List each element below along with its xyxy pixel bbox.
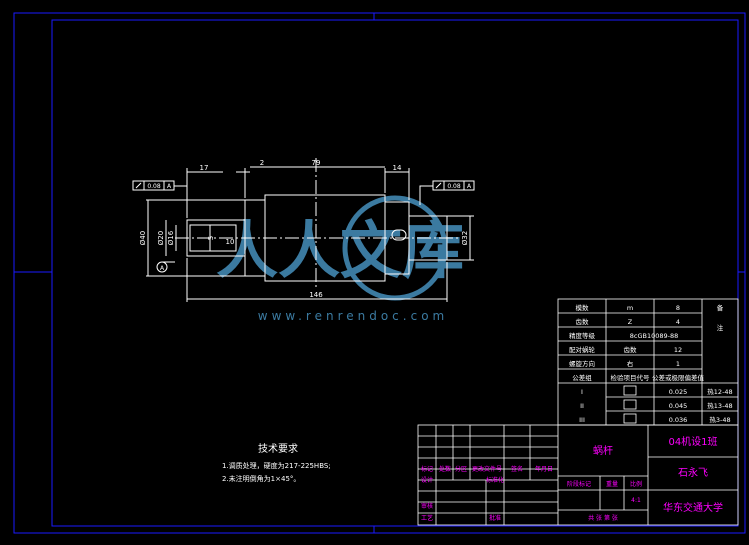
param-row-label: 公差组 bbox=[572, 373, 592, 382]
tb-sheets: 共 张 第 张 bbox=[588, 514, 618, 522]
runout-icon bbox=[135, 182, 142, 189]
datum-circle bbox=[156, 261, 168, 273]
param-row-col2: 12 bbox=[674, 346, 682, 354]
watermark-logo-text: 人人文库 bbox=[216, 214, 464, 287]
dim-phi32: Ø32 bbox=[461, 231, 469, 245]
title-block bbox=[417, 424, 739, 526]
tb-part-name: 蜗杆 bbox=[593, 445, 613, 457]
tb-scale-value: 4:1 bbox=[631, 497, 641, 504]
tb-review-label: 审核 bbox=[421, 502, 433, 510]
check-box-2 bbox=[623, 399, 637, 410]
check-box-3 bbox=[623, 413, 637, 424]
param-row-label: III bbox=[579, 416, 585, 424]
param-side-value: 热13-48 bbox=[707, 401, 732, 410]
dim-phi16: Ø16 bbox=[167, 230, 175, 245]
tol-left-value: 0.08 bbox=[147, 183, 161, 190]
watermark: 人人文库 www.renrendoc.com bbox=[216, 195, 464, 323]
outer-border bbox=[13, 12, 746, 534]
param-row-col1: Z bbox=[628, 318, 633, 326]
tb-header-label: 年月日 bbox=[535, 465, 553, 473]
dim-79: 79 bbox=[312, 159, 321, 167]
param-row-value-wide: 8cGB10089-88 bbox=[630, 332, 679, 340]
title-block-border bbox=[417, 424, 739, 526]
tb-header-label: 签名 bbox=[511, 465, 523, 473]
param-row-col2: 1 bbox=[676, 360, 680, 368]
param-row-col1: m bbox=[627, 304, 633, 312]
dim-5: 5 bbox=[207, 236, 215, 240]
tol-frame-left-box bbox=[132, 180, 175, 191]
leader-right bbox=[419, 185, 433, 205]
dim-17: 17 bbox=[200, 164, 209, 172]
param-table-text: 模数 m 8 齿数 Z 4 精度等级 8cGB10089-88 配对蜗轮 齿数 12 螺旋方向 右 1 公差… bbox=[569, 303, 733, 424]
watermark-url: www.renrendoc.com bbox=[258, 309, 448, 323]
tb-weight: 重量 bbox=[606, 480, 618, 488]
worm-shaft-view bbox=[146, 158, 474, 302]
tb-school: 华东交通大学 bbox=[663, 501, 723, 514]
tb-design-label: 设计 bbox=[421, 476, 433, 484]
param-row-label: 齿数 bbox=[576, 317, 590, 326]
tb-header-label: 分区 bbox=[455, 465, 467, 473]
param-side-value: 热3-48 bbox=[709, 415, 730, 424]
tb-scale: 比例 bbox=[630, 480, 642, 488]
param-row-label: 螺旋方向 bbox=[569, 359, 595, 368]
center-hole bbox=[391, 229, 407, 241]
tb-drawing-no: 04机设1班 bbox=[668, 435, 717, 448]
tb-header-label: 处数 bbox=[439, 465, 451, 473]
param-row-col2: 0.045 bbox=[669, 402, 688, 410]
datum-label: A bbox=[160, 265, 165, 272]
tb-process-label: 工艺 bbox=[421, 514, 433, 522]
param-row-col2: 公差或极限偏差值 bbox=[652, 373, 705, 382]
tol-frame-right-box bbox=[432, 180, 475, 191]
param-row-col2: 4 bbox=[676, 318, 680, 326]
dimension-labels: 17 2 79 14 146 Ø40 Ø20 Ø16 Ø32 10 5 A bbox=[139, 159, 469, 299]
tb-designer-name: 石永飞 bbox=[678, 466, 708, 479]
param-row-col1: 齿数 bbox=[624, 345, 638, 354]
param-side-label: 注 bbox=[717, 323, 724, 332]
param-row-col1: 检验项目代号 bbox=[611, 373, 651, 382]
drawing-frame bbox=[13, 12, 746, 534]
tb-left-grid bbox=[418, 425, 558, 525]
tol-right-datum: A bbox=[467, 183, 472, 190]
tech-req-line1: 1.调质处理，硬度为217-225HBS; bbox=[222, 461, 331, 470]
dim-14: 14 bbox=[393, 164, 402, 172]
tb-approve-label: 批准 bbox=[489, 514, 501, 522]
tb-left-labels: 标记处数分区更改文件号 签名 年月日设计 标准化审核工艺 批准 bbox=[421, 465, 553, 522]
param-side-value: 热12-48 bbox=[707, 387, 732, 396]
tolerance-frame-right: 0.08 A bbox=[432, 180, 475, 191]
param-table bbox=[557, 298, 739, 426]
param-row-label: 模数 bbox=[576, 303, 590, 312]
inner-border bbox=[51, 19, 739, 527]
tb-standardize-label: 标准化 bbox=[486, 476, 504, 484]
tb-header-label: 标记 bbox=[421, 465, 433, 473]
tech-req-title: 技术要求 bbox=[258, 442, 298, 455]
leader-left bbox=[174, 185, 188, 205]
watermark-ring bbox=[342, 195, 448, 301]
param-side-label: 备 bbox=[717, 303, 724, 312]
tol-right-value: 0.08 bbox=[447, 183, 461, 190]
param-row-label: 精度等级 bbox=[569, 331, 596, 340]
param-row-col1: 右 bbox=[627, 359, 634, 368]
tol-left-datum: A bbox=[167, 183, 172, 190]
dim-10: 10 bbox=[226, 238, 235, 246]
tb-header-label: 更改文件号 bbox=[472, 465, 502, 473]
tolerance-frame-left: 0.08 A bbox=[132, 180, 175, 191]
dim-2: 2 bbox=[260, 159, 264, 167]
param-row-col2: 0.036 bbox=[669, 416, 688, 424]
param-row-col2: 0.025 bbox=[669, 388, 688, 396]
tech-req-line2: 2.未注明倒角为1×45°。 bbox=[222, 474, 300, 483]
dim-phi20: Ø20 bbox=[157, 231, 165, 245]
param-row-label: I bbox=[581, 388, 583, 396]
tech-requirements: 技术要求 1.调质处理，硬度为217-225HBS; 2.未注明倒角为1×45°… bbox=[222, 442, 331, 483]
dim-phi40: Ø40 bbox=[139, 231, 147, 245]
dim-146: 146 bbox=[309, 291, 323, 299]
param-row-label: 配对蜗轮 bbox=[569, 345, 596, 354]
title-block-text: 蜗杆 04机设1班 石永飞 华东交通大学 阶段标记 重量 比例 4:1 共 张 … bbox=[421, 435, 723, 522]
check-box-1 bbox=[623, 385, 637, 396]
param-row-label: II bbox=[580, 402, 584, 410]
tb-stage-mark: 阶段标记 bbox=[567, 480, 591, 488]
runout-icon bbox=[435, 182, 442, 189]
param-row-col2: 8 bbox=[676, 304, 680, 312]
